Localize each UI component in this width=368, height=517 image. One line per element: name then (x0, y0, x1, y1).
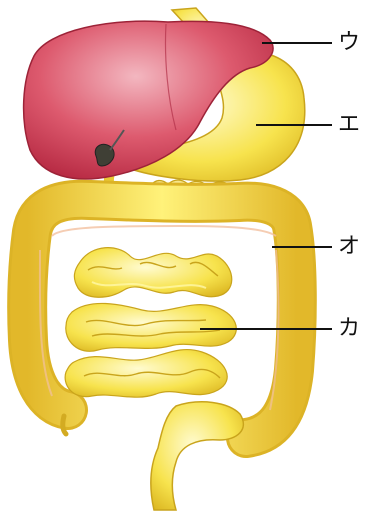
leader-line-small-intestine (200, 328, 332, 330)
leader-line-large-intestine (272, 246, 332, 248)
label-liver: ウ (338, 32, 360, 54)
rectum (151, 402, 244, 510)
label-large-intestine: オ (338, 236, 360, 258)
leader-line-stomach (256, 124, 332, 126)
label-small-intestine: カ (338, 318, 360, 340)
leader-line-liver (262, 42, 332, 44)
small-intestine (65, 248, 236, 398)
label-stomach: エ (338, 114, 360, 136)
